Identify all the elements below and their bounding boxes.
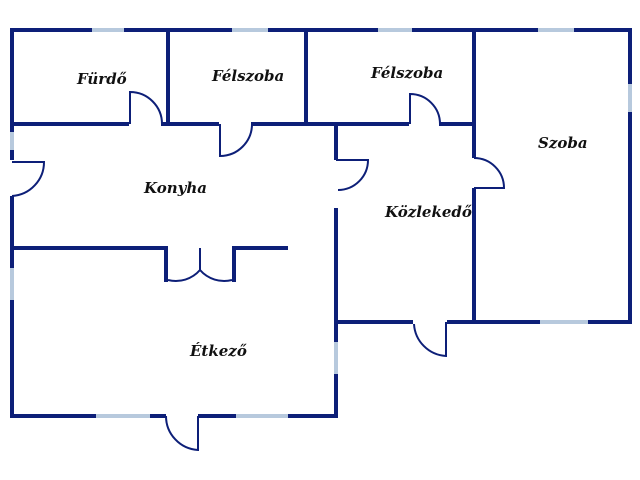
opening-entrance [166,412,198,420]
door-hallway-room [473,157,506,189]
door-entrance [164,415,199,452]
opening-halfroom2-door [409,120,439,128]
door-kitchen-hallway [336,159,370,191]
room-label-konyha: Konyha [143,179,207,197]
door-openings [8,120,478,420]
opening-halfroom1-door [219,120,251,128]
room-label-felszoba-2: Félszoba [370,64,443,82]
door-kitchen-dining-right [199,248,233,282]
door-halfroom-1 [219,123,253,158]
windows [10,28,632,418]
opening-hall-bottom [413,318,447,326]
doors [11,90,506,452]
door-bathroom [129,90,163,125]
opening-kitchen-hall [332,160,340,208]
room-label-szoba: Szoba [538,134,588,152]
opening-hall-room [470,158,478,188]
door-left-exterior [11,161,46,197]
room-label-etkezo: Étkező [189,342,247,360]
room-label-furdo: Fürdő [76,70,127,88]
room-label-felszoba-1: Félszoba [211,67,284,85]
door-halfroom-2 [409,92,441,125]
door-hallway-bottom [413,322,447,358]
room-label-kozlekedo: Közlekedő [384,203,472,221]
door-kitchen-dining-left [167,248,201,282]
room-labels: Fürdő Félszoba Félszoba Szoba Konyha Köz… [76,64,588,360]
opening-left-door [8,160,16,196]
opening-bath-door [129,120,161,128]
walls [10,28,632,418]
